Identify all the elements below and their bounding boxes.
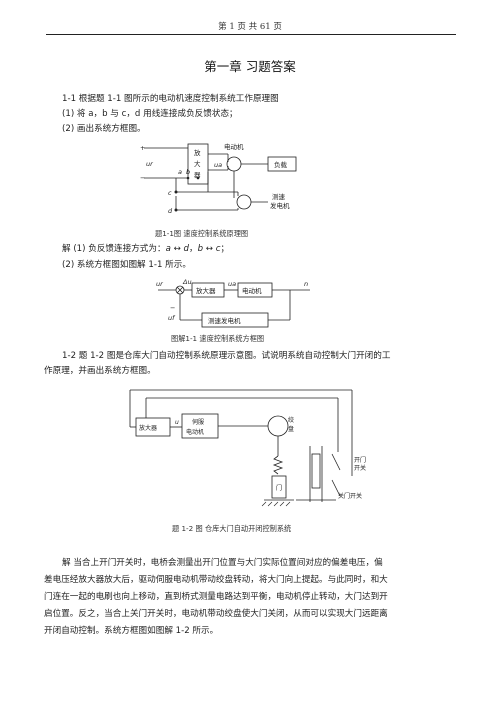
- block-diagram-1-1: ur Δu 放大器 ua 电动机 n − uf 测速发电机: [156, 278, 310, 328]
- blk-uf: uf: [168, 314, 176, 322]
- blk-ua: ua: [228, 280, 236, 288]
- blk-amp: 放大器: [196, 286, 216, 295]
- ans-sep: ，: [188, 244, 198, 254]
- fig2-caption: 题 1-2 图 仓库大门自动开闭控制系统: [172, 524, 292, 533]
- chapter-title: 第一章 习题答案: [204, 59, 296, 74]
- fig1-tacho-2: 发电机: [270, 201, 290, 210]
- q2-answer-1: 解 当合上开门开关时，电桥会测量出开门位置与大门实际位置间对应的偏差电压，偏: [62, 558, 383, 568]
- q1-item-1: (1) 将 a，b 与 c，d 用线连接成负反馈状态；: [62, 109, 238, 119]
- fig2-close: 关门开关: [338, 492, 362, 500]
- fig1-minus: −: [140, 174, 145, 182]
- q2-stem-1: 1-2 题 1-2 图是仓库大门自动控制系统原理示意图。试说明系统自动控制大门开…: [62, 351, 391, 361]
- figure-1-2-warehouse-door: 放大器 伺服 电动机 u 绞 盘 门 开门 开关 关门开关: [129, 389, 366, 507]
- fig2-servo-1: 伺服: [192, 418, 204, 426]
- fig1-plus: +: [140, 144, 145, 152]
- fig1-d: d: [168, 207, 173, 215]
- fig1-tacho-1: 测速: [272, 193, 286, 201]
- page-header: 第 1 页 共 61 页: [218, 22, 282, 32]
- ans-pair-2: b ↔ c: [197, 244, 221, 254]
- fig1-caption: 题1-1图 速度控制系统原理图: [155, 229, 249, 238]
- fig2-open-2: 开关: [354, 464, 366, 472]
- fig2-open-1: 开门: [354, 456, 366, 464]
- fig1-motor: 电动机: [224, 142, 244, 151]
- fig2-u: u: [175, 419, 179, 426]
- figure-1-1-speed-control-schematic: + − ur a b c d 放 大 器 电动机 ua 负载 测速 发电机: [140, 142, 297, 215]
- fig2-drum-2: 盘: [288, 425, 294, 433]
- q1-answer-line-2: (2) 系统方框图如图解 1-1 所示。: [62, 260, 191, 270]
- fig2-servo-2: 电动机: [186, 428, 204, 436]
- fig1-ua: ua: [214, 161, 222, 169]
- fig1-b: b: [186, 168, 190, 176]
- block1-caption: 图解1-1 速度控制系统方框图: [171, 334, 265, 343]
- fig1-a: a: [178, 168, 182, 176]
- q2-answer-2: 差电压经放大器放大后，驱动伺服电动机带动绞盘转动，将大门向上提起。与此同时，和大: [44, 575, 388, 585]
- fig1-load: 负载: [274, 160, 288, 169]
- q1-answer-line-1: 解 (1) 负反馈连接方式为：a ↔ d，b ↔ c；: [62, 243, 229, 256]
- blk-motor: 电动机: [242, 286, 262, 295]
- blk-du: Δu: [182, 278, 192, 286]
- blk-tacho: 测速发电机: [208, 316, 241, 325]
- header-rule: [46, 34, 456, 35]
- ans-end: ；: [220, 244, 230, 254]
- ans-prefix: 解 (1) 负反馈连接方式为：: [62, 244, 166, 254]
- q2-answer-3: 门连在一起的电刷也向上移动，直到桥式测量电路达到平衡，电动机停止转动，大门达到开: [44, 592, 388, 602]
- blk-minus: −: [170, 304, 175, 312]
- blk-n: n: [304, 280, 308, 288]
- q2-answer-4: 启位置。反之，当合上关门开关时，电动机带动绞盘使大门关闭，从而可以实现大门远距离: [44, 609, 388, 619]
- fig1-amp-1: 放: [194, 148, 201, 157]
- q1-stem: 1-1 根据题 1-1 图所示的电动机速度控制系统工作原理图: [62, 94, 279, 104]
- q2-stem-2: 作原理，并画出系统方框图。: [44, 366, 156, 376]
- ans-pair-1: a ↔ d: [165, 244, 189, 254]
- fig1-amp-2: 大: [194, 159, 201, 168]
- fig1-amp-3: 器: [194, 171, 201, 179]
- fig2-drum-1: 绞: [288, 416, 294, 424]
- q1-item-2: (2) 画出系统方框图。: [62, 124, 146, 134]
- blk-ur: ur: [156, 280, 164, 288]
- fig1-ur: ur: [146, 160, 154, 168]
- fig2-door: 门: [276, 484, 282, 492]
- fig2-amp: 放大器: [139, 424, 157, 432]
- fig1-c: c: [168, 189, 172, 197]
- q2-answer-5: 开闭自动控制。系统方框图如图解 1-2 所示。: [44, 626, 219, 636]
